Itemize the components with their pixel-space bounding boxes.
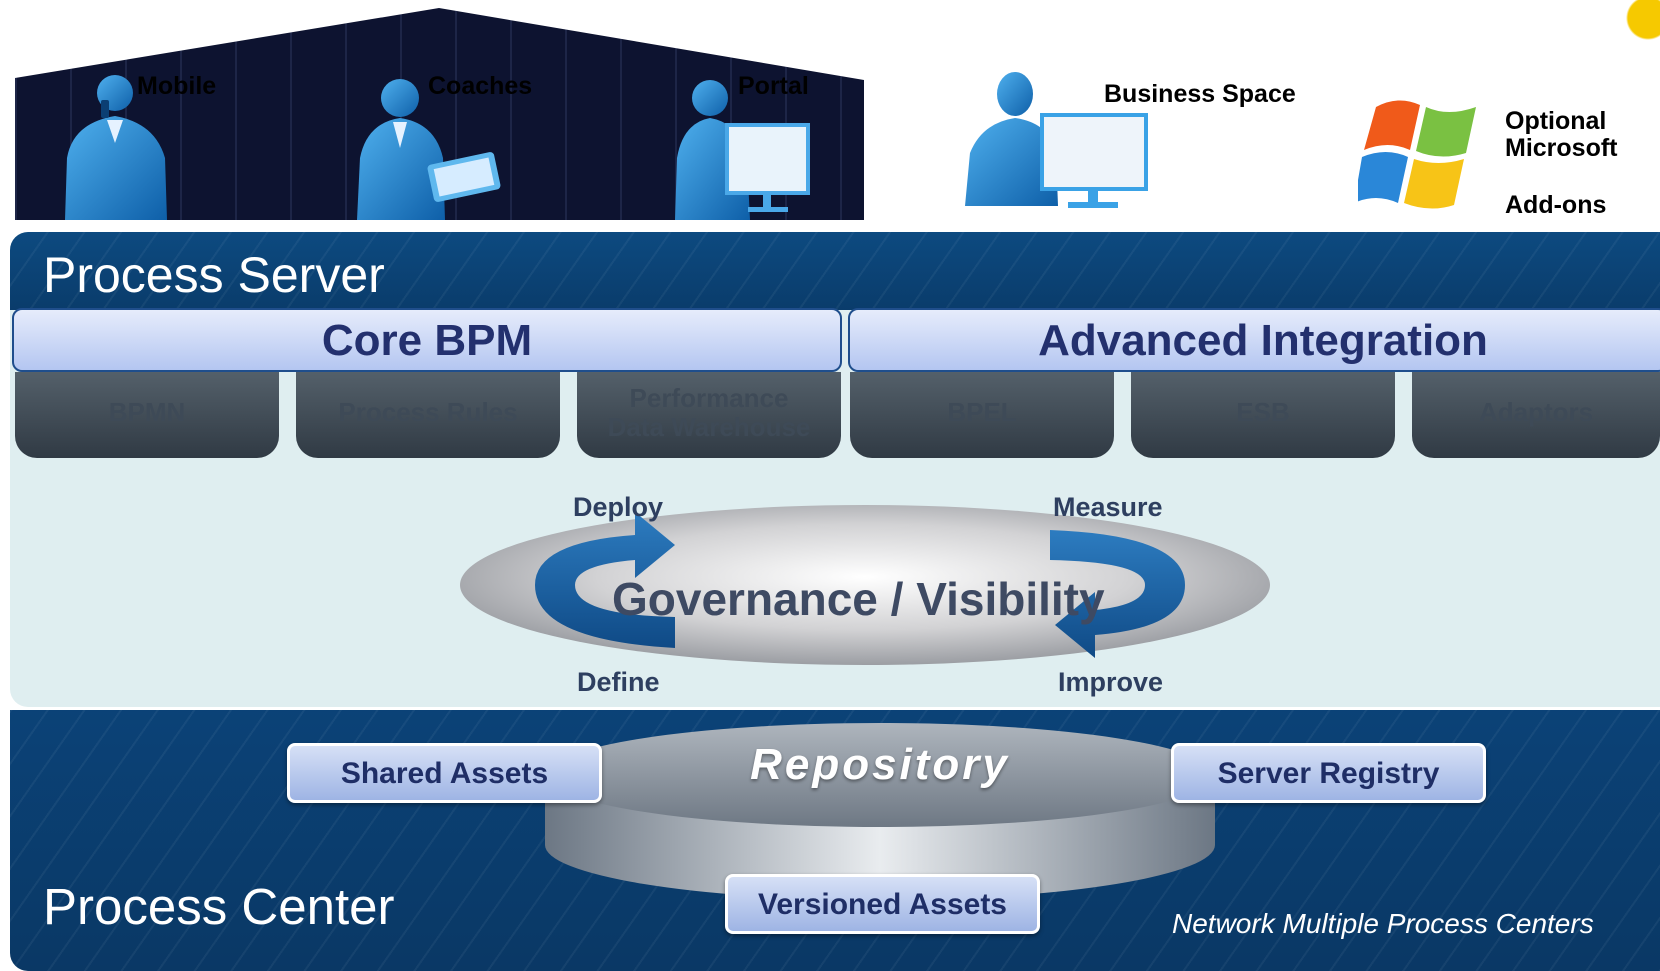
versioned-assets-button[interactable]: Versioned Assets — [725, 874, 1040, 934]
shared-assets-label: Shared Assets — [340, 757, 549, 790]
performance-line-2: Data Warehouse — [607, 412, 811, 442]
microsoft-line-optional: Optional — [1505, 107, 1607, 135]
microsoft-line-addons: Add-ons — [1505, 191, 1607, 219]
component-process-rules[interactable]: Process Rules — [296, 372, 560, 458]
corner-sun-decoration — [1600, 0, 1660, 60]
microsoft-addons-label: Optional Microsoft Add-ons — [1505, 108, 1618, 219]
tablet-user-icon — [357, 79, 501, 220]
server-registry-button[interactable]: Server Registry — [1171, 743, 1486, 803]
cycle-define-label: Define — [577, 667, 660, 697]
component-process-rules-label: Process Rules — [338, 397, 518, 427]
component-bpmn-label: BPMN — [108, 397, 186, 427]
component-esb-label: ESB — [1236, 397, 1290, 427]
windows-logo-icon — [1358, 100, 1476, 209]
phone-user-icon — [65, 75, 167, 220]
cycle-deploy-label: Deploy — [573, 492, 664, 522]
component-adaptors-label: Adaptors — [1478, 397, 1594, 427]
repository-cylinder — [545, 723, 1215, 900]
channel-coaches-label: Coaches — [428, 72, 533, 100]
process-server-header: Process Server — [10, 232, 1660, 310]
network-footnote: Network Multiple Process Centers — [1172, 908, 1594, 939]
tab-advanced-integration[interactable]: Advanced Integration — [848, 308, 1660, 372]
cycle-measure-label: Measure — [1053, 492, 1163, 522]
shared-assets-button[interactable]: Shared Assets — [287, 743, 602, 803]
channel-portal-label: Portal — [738, 72, 809, 100]
desktop-user-icon — [675, 80, 810, 220]
component-bpmn[interactable]: BPMN — [15, 372, 279, 458]
core-bpm-label: Core BPM — [321, 316, 533, 365]
microsoft-line-microsoft: Microsoft — [1505, 134, 1618, 162]
process-center-title: Process Center — [43, 878, 395, 935]
tab-core-bpm[interactable]: Core BPM — [12, 308, 842, 372]
component-bpel[interactable]: BPEL — [850, 372, 1114, 458]
monitor-user-icon — [965, 72, 1148, 208]
cycle-arrow-right — [1050, 530, 1185, 658]
versioned-assets-label: Versioned Assets — [757, 888, 1007, 921]
process-server-title: Process Server — [43, 247, 385, 303]
component-performance-data-warehouse[interactable]: Performance Data Warehouse — [577, 372, 841, 458]
server-registry-label: Server Registry — [1217, 757, 1440, 790]
component-adaptors[interactable]: Adaptors — [1412, 372, 1660, 458]
governance-cycle-graphic — [460, 505, 1270, 665]
cycle-arrow-left — [535, 512, 675, 648]
channel-house-background — [15, 8, 864, 220]
business-space-label: Business Space — [1104, 80, 1296, 108]
repository-label: Repository — [750, 740, 1010, 789]
channel-mobile-label: Mobile — [137, 72, 217, 100]
cycle-improve-label: Improve — [1058, 667, 1164, 697]
performance-line-1: Performance — [629, 383, 789, 413]
component-esb[interactable]: ESB — [1131, 372, 1395, 458]
advanced-integration-label: Advanced Integration — [1038, 316, 1488, 365]
governance-visibility-label: Governance / Visibility — [612, 573, 1105, 625]
component-performance-label: Performance Data Warehouse — [577, 384, 841, 442]
component-bpel-label: BPEL — [947, 397, 1017, 427]
